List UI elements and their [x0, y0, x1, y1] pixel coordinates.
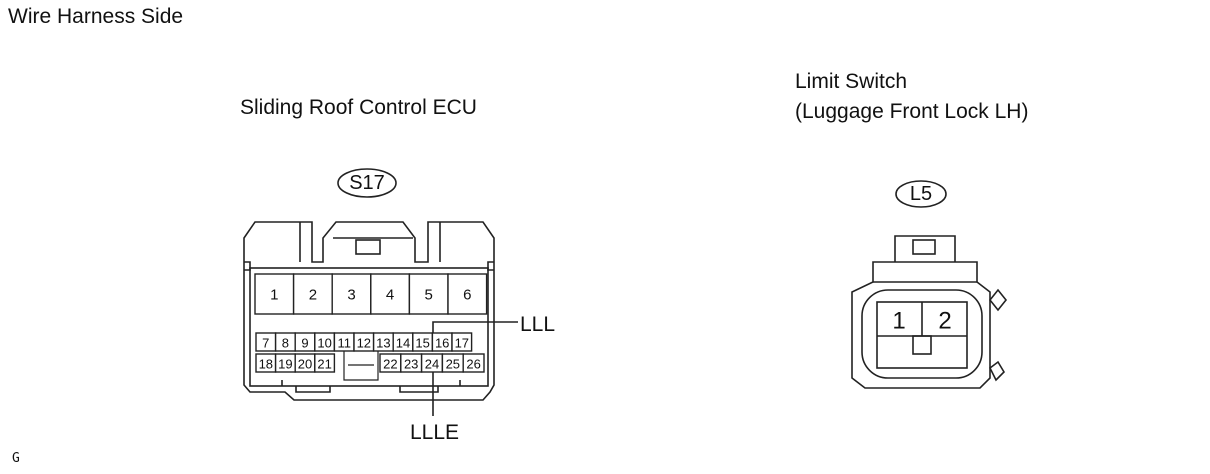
ecu-pin-18-label: 18	[259, 357, 273, 372]
ecu-pin-row-top: 1 2 3 4 5 6	[254, 273, 488, 315]
ecu-code-text: S17	[349, 172, 385, 194]
ecu-title: Sliding Roof Control ECU	[240, 96, 477, 119]
ecu-pin-7: 7	[255, 332, 277, 352]
switch-connector-code-badge: L5	[895, 180, 947, 208]
leader-line-lll	[432, 321, 518, 333]
ecu-pin-11-label: 11	[337, 336, 351, 351]
ecu-pin-1: 1	[254, 273, 295, 315]
ecu-pin-26-label: 26	[466, 357, 480, 372]
ecu-pin-23: 23	[400, 353, 423, 373]
ecu-pin-4-label: 4	[386, 287, 394, 304]
ecu-pin-6-label: 6	[463, 287, 471, 304]
ecu-pin-19: 19	[274, 353, 296, 373]
ecu-pin-2-box	[292, 273, 333, 315]
ecu-pin-7-label: 7	[262, 336, 269, 351]
ecu-pin-17: 17	[451, 332, 473, 352]
ecu-pin-3-label: 3	[347, 287, 355, 304]
ecu-pin-12: 12	[353, 332, 375, 352]
ecu-pin-6: 6	[447, 273, 488, 315]
ecu-pin-6-box	[447, 273, 488, 315]
ecu-pin-16: 16	[431, 332, 453, 352]
switch-title-line1: Limit Switch	[795, 70, 908, 93]
ecu-pin-1-box	[254, 273, 295, 315]
switch-connector-housing	[851, 235, 1008, 389]
terminal-label-lll: LLL	[520, 313, 556, 336]
ecu-pin-10: 10	[314, 332, 336, 352]
ecu-pin-20: 20	[294, 353, 316, 373]
ecu-pin-19-label: 19	[278, 357, 292, 372]
ecu-pin-13: 13	[372, 332, 394, 352]
ecu-pin-21: 21	[314, 353, 336, 373]
ecu-pin-26-box	[462, 353, 485, 373]
ecu-pin-3-box	[331, 273, 372, 315]
ecu-pin-4: 4	[370, 273, 411, 315]
ecu-pin-18: 18	[255, 353, 277, 373]
ecu-pin-15-label: 15	[415, 336, 429, 351]
switch-title-line2: (Luggage Front Lock LH)	[795, 100, 1029, 123]
ecu-pin-21-box	[314, 353, 336, 373]
ecu-pin-2-label: 2	[309, 287, 317, 304]
switch-pin-2-label: 2	[938, 308, 951, 335]
ecu-pin-26: 26	[462, 353, 485, 373]
ecu-connector-code-badge: S17	[337, 168, 397, 198]
ecu-pin-9: 9	[294, 332, 316, 352]
ecu-pin-10-label: 10	[317, 336, 331, 351]
ecu-pin-15: 15	[412, 332, 434, 352]
ecu-pin-11: 11	[333, 332, 355, 352]
ecu-pin-25-label: 25	[446, 357, 460, 372]
ecu-pin-5-label: 5	[425, 287, 433, 304]
ecu-pin-22: 22	[379, 353, 402, 373]
ecu-pin-3: 3	[331, 273, 372, 315]
ecu-pin-9-label: 9	[301, 336, 308, 351]
ecu-pin-22-label: 22	[383, 357, 397, 372]
terminal-label-llle: LLLE	[410, 421, 460, 444]
ecu-pin-1-label: 1	[270, 287, 278, 304]
ecu-pin-12-label: 12	[357, 336, 371, 351]
figure-code: G	[12, 451, 20, 466]
ecu-pin-23-label: 23	[404, 357, 418, 372]
ecu-pin-14: 14	[392, 332, 414, 352]
ecu-pin-13-label: 13	[376, 336, 390, 351]
ecu-pin-16-label: 16	[435, 336, 449, 351]
switch-code-text: L5	[910, 183, 932, 205]
switch-code-oval	[895, 180, 947, 208]
ecu-pin-8-label: 8	[282, 336, 289, 351]
ecu-pin-5-box	[408, 273, 449, 315]
ecu-pin-row-bottom: 18 19 20 21 22 23 24 25 26	[255, 353, 485, 373]
ecu-pin-25: 25	[441, 353, 464, 373]
ecu-pin-17-box	[451, 332, 473, 352]
page-title: Wire Harness Side	[8, 5, 184, 28]
switch-pin-1-label: 1	[892, 308, 905, 335]
ecu-code-oval	[337, 168, 397, 198]
ecu-pin-5: 5	[408, 273, 449, 315]
ecu-pin-24-label: 24	[425, 357, 439, 372]
ecu-pin-17-label: 17	[455, 336, 469, 351]
ecu-pin-14-label: 14	[396, 336, 410, 351]
ecu-pin-20-label: 20	[298, 357, 312, 372]
ecu-pin-2: 2	[292, 273, 333, 315]
ecu-pin-24: 24	[420, 353, 444, 373]
ecu-pin-8: 8	[274, 332, 296, 352]
ecu-pin-21-label: 21	[317, 357, 331, 372]
